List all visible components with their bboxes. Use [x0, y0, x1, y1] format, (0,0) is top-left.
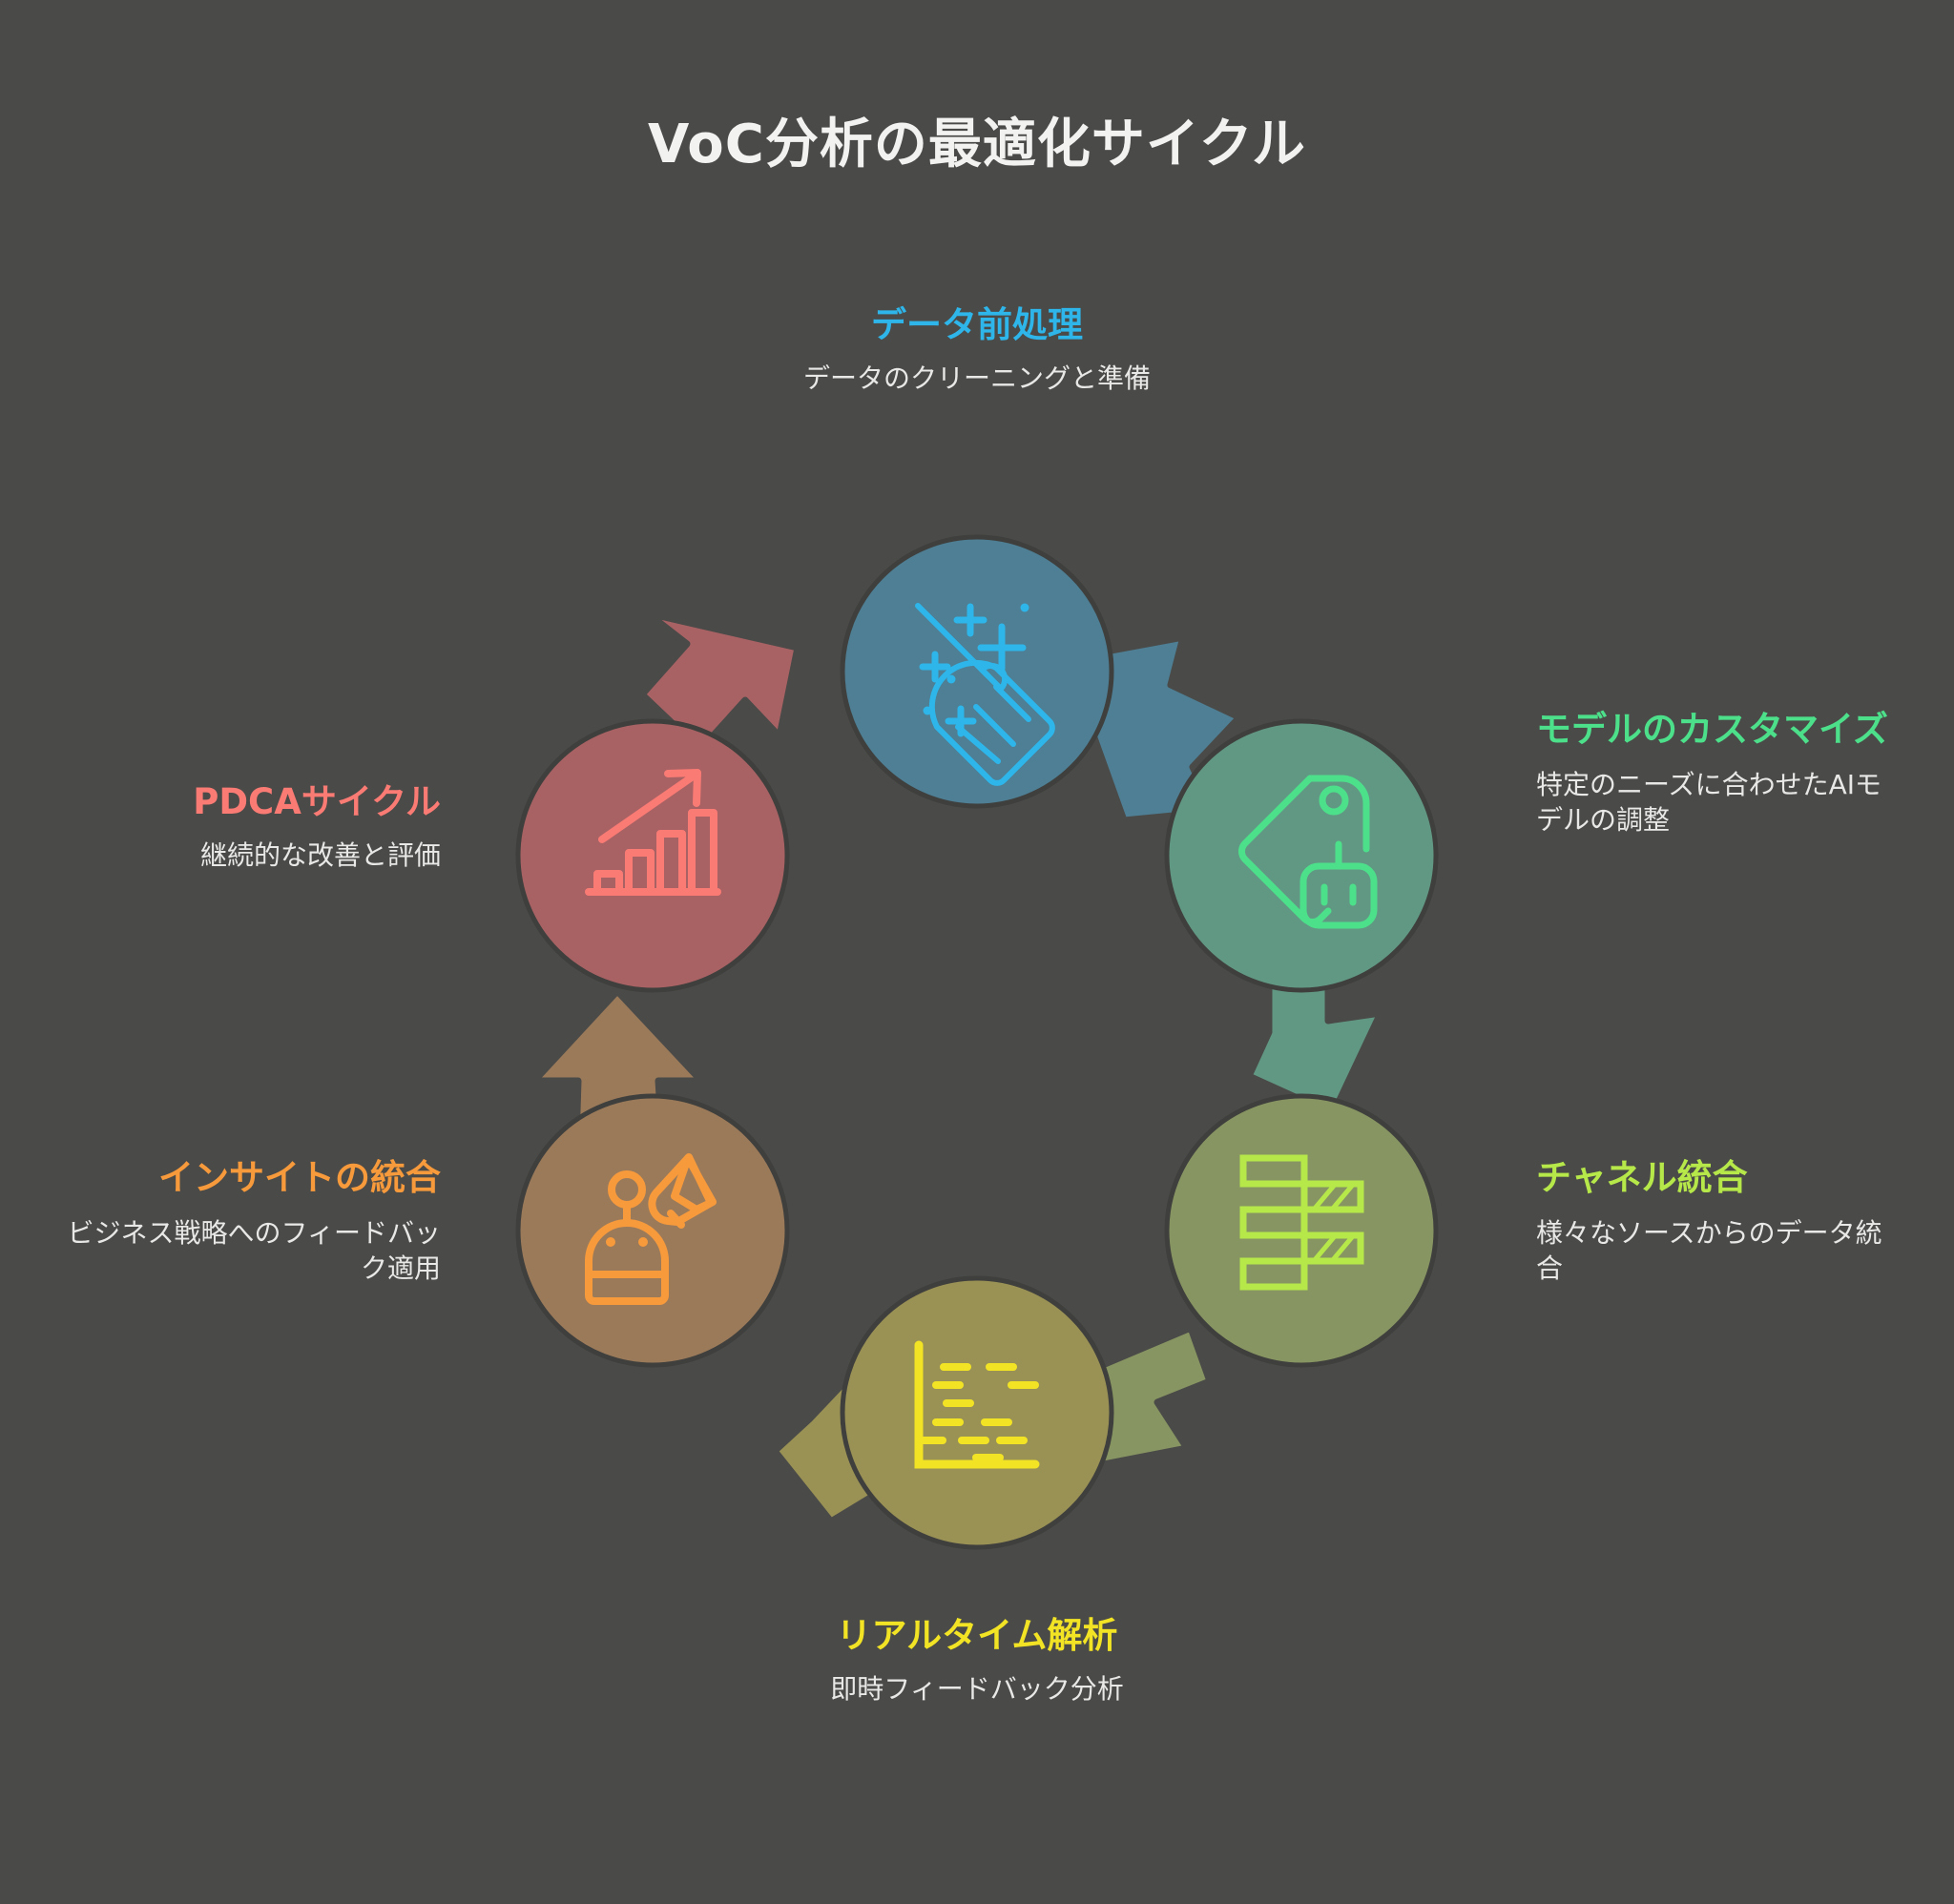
node-label-data-preprocessing: データ前処理 データのクリーニングと準備: [691, 303, 1263, 396]
tag-robot-icon: [1238, 775, 1378, 929]
node-title-data-preprocessing: データ前処理: [871, 304, 1083, 345]
node-title-channel-integration: チャネル統合: [1536, 1157, 1748, 1198]
broom-sparkle-icon: [915, 603, 1055, 786]
node-desc-insight-integration: ビジネス戦略へのフィードバック適用: [67, 1216, 441, 1285]
node-circle-model-customization[interactable]: [1164, 718, 1439, 993]
node-desc-channel-integration: 様々なソースからのデータ統合: [1536, 1216, 1882, 1285]
node-label-channel-integration: チャネル統合 様々なソースからのデータ統合: [1536, 1156, 1891, 1287]
node-circle-realtime-analysis[interactable]: [840, 1275, 1114, 1550]
robot-megaphone-icon: [585, 1153, 717, 1305]
node-desc-data-preprocessing: データのクリーニングと準備: [802, 362, 1151, 394]
dash-scatter-chart-icon: [914, 1340, 1040, 1469]
stacked-bars-icon: [1239, 1154, 1364, 1291]
node-label-pdca-cycle: PDCAサイクル 継続的な改善と評価: [63, 780, 441, 873]
node-desc-realtime-analysis: 即時フィードバック分析: [830, 1672, 1124, 1705]
node-label-insight-integration: インサイトの統合 ビジネス戦略へのフィードバック適用: [63, 1156, 441, 1287]
node-desc-model-customization: 特定のニーズに合わせたAIモデルの調整: [1536, 768, 1882, 837]
node-desc-pdca-cycle: 継続的な改善と評価: [199, 838, 441, 871]
node-label-realtime-analysis: リアルタイム解析 即時フィードバック分析: [691, 1614, 1263, 1707]
node-title-pdca-cycle: PDCAサイクル: [193, 781, 441, 822]
node-title-realtime-analysis: リアルタイム解析: [836, 1615, 1118, 1656]
node-title-model-customization: モデルのカスタマイズ: [1536, 709, 1888, 750]
page-title: VoC分析の最適化サイクル: [647, 114, 1307, 176]
arrow-preprocessing-to-customization: [1084, 633, 1243, 824]
growth-bar-arrow-icon: [585, 769, 721, 896]
node-title-insight-integration: インサイトの統合: [158, 1157, 441, 1198]
node-label-model-customization: モデルのカスタマイズ 特定のニーズに合わせたAIモデルの調整: [1536, 708, 1891, 838]
